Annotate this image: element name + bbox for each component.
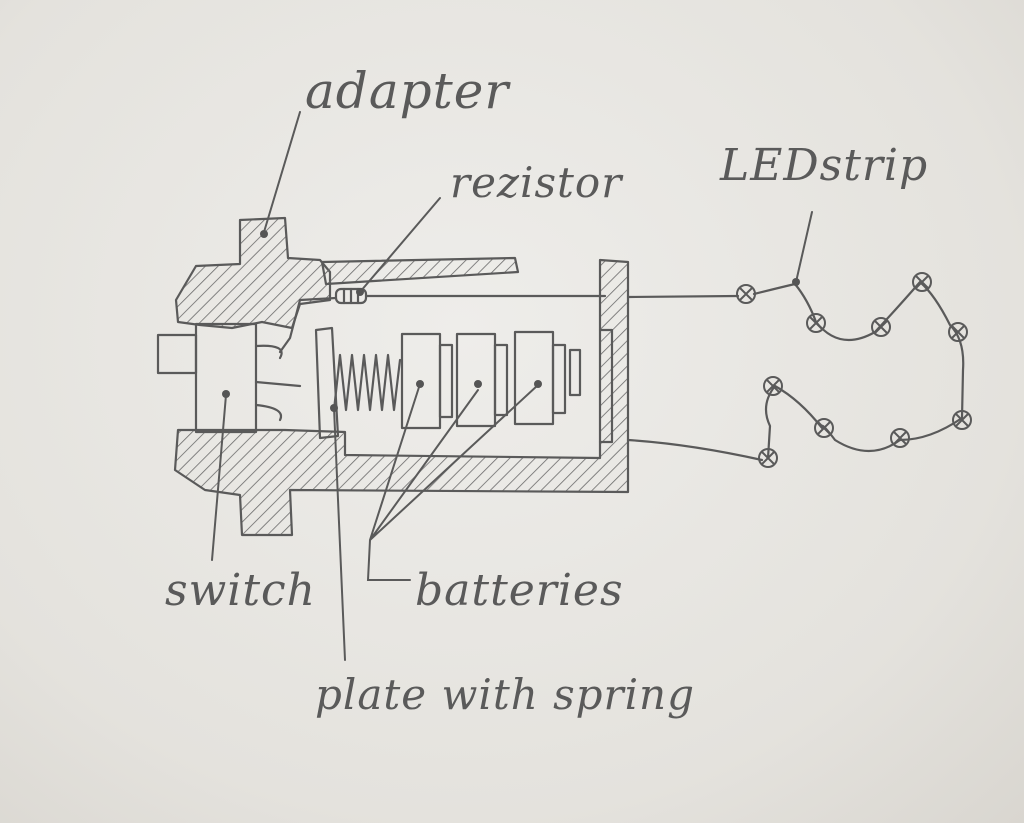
label-adapter: adapter <box>305 62 510 120</box>
label-batteries: batteries <box>415 565 624 616</box>
leader-adapter <box>263 111 301 233</box>
led-wire-top <box>626 294 740 299</box>
led-strip-wire <box>752 280 965 460</box>
switch <box>156 322 302 434</box>
leader-plate <box>333 407 346 661</box>
plate-with-spring <box>314 326 402 440</box>
batteries <box>400 330 582 430</box>
housing-top-wall <box>320 256 520 286</box>
housing-bottom-wall <box>173 258 630 537</box>
leader-ledstrip <box>795 211 813 283</box>
leader-switch <box>211 394 227 561</box>
label-plate-with-spring: plate with spring <box>315 670 695 719</box>
leader-dots <box>222 230 800 412</box>
leader-batteries <box>366 383 539 581</box>
adapter-body <box>174 216 332 330</box>
leader-rezistor <box>359 197 441 293</box>
label-led-strip: LEDstrip <box>720 140 929 191</box>
led-strip <box>736 272 972 468</box>
led-wire-bottom <box>626 438 764 462</box>
label-resistor: rezistor <box>450 158 623 207</box>
label-switch: switch <box>165 565 316 616</box>
resistor <box>278 287 607 354</box>
